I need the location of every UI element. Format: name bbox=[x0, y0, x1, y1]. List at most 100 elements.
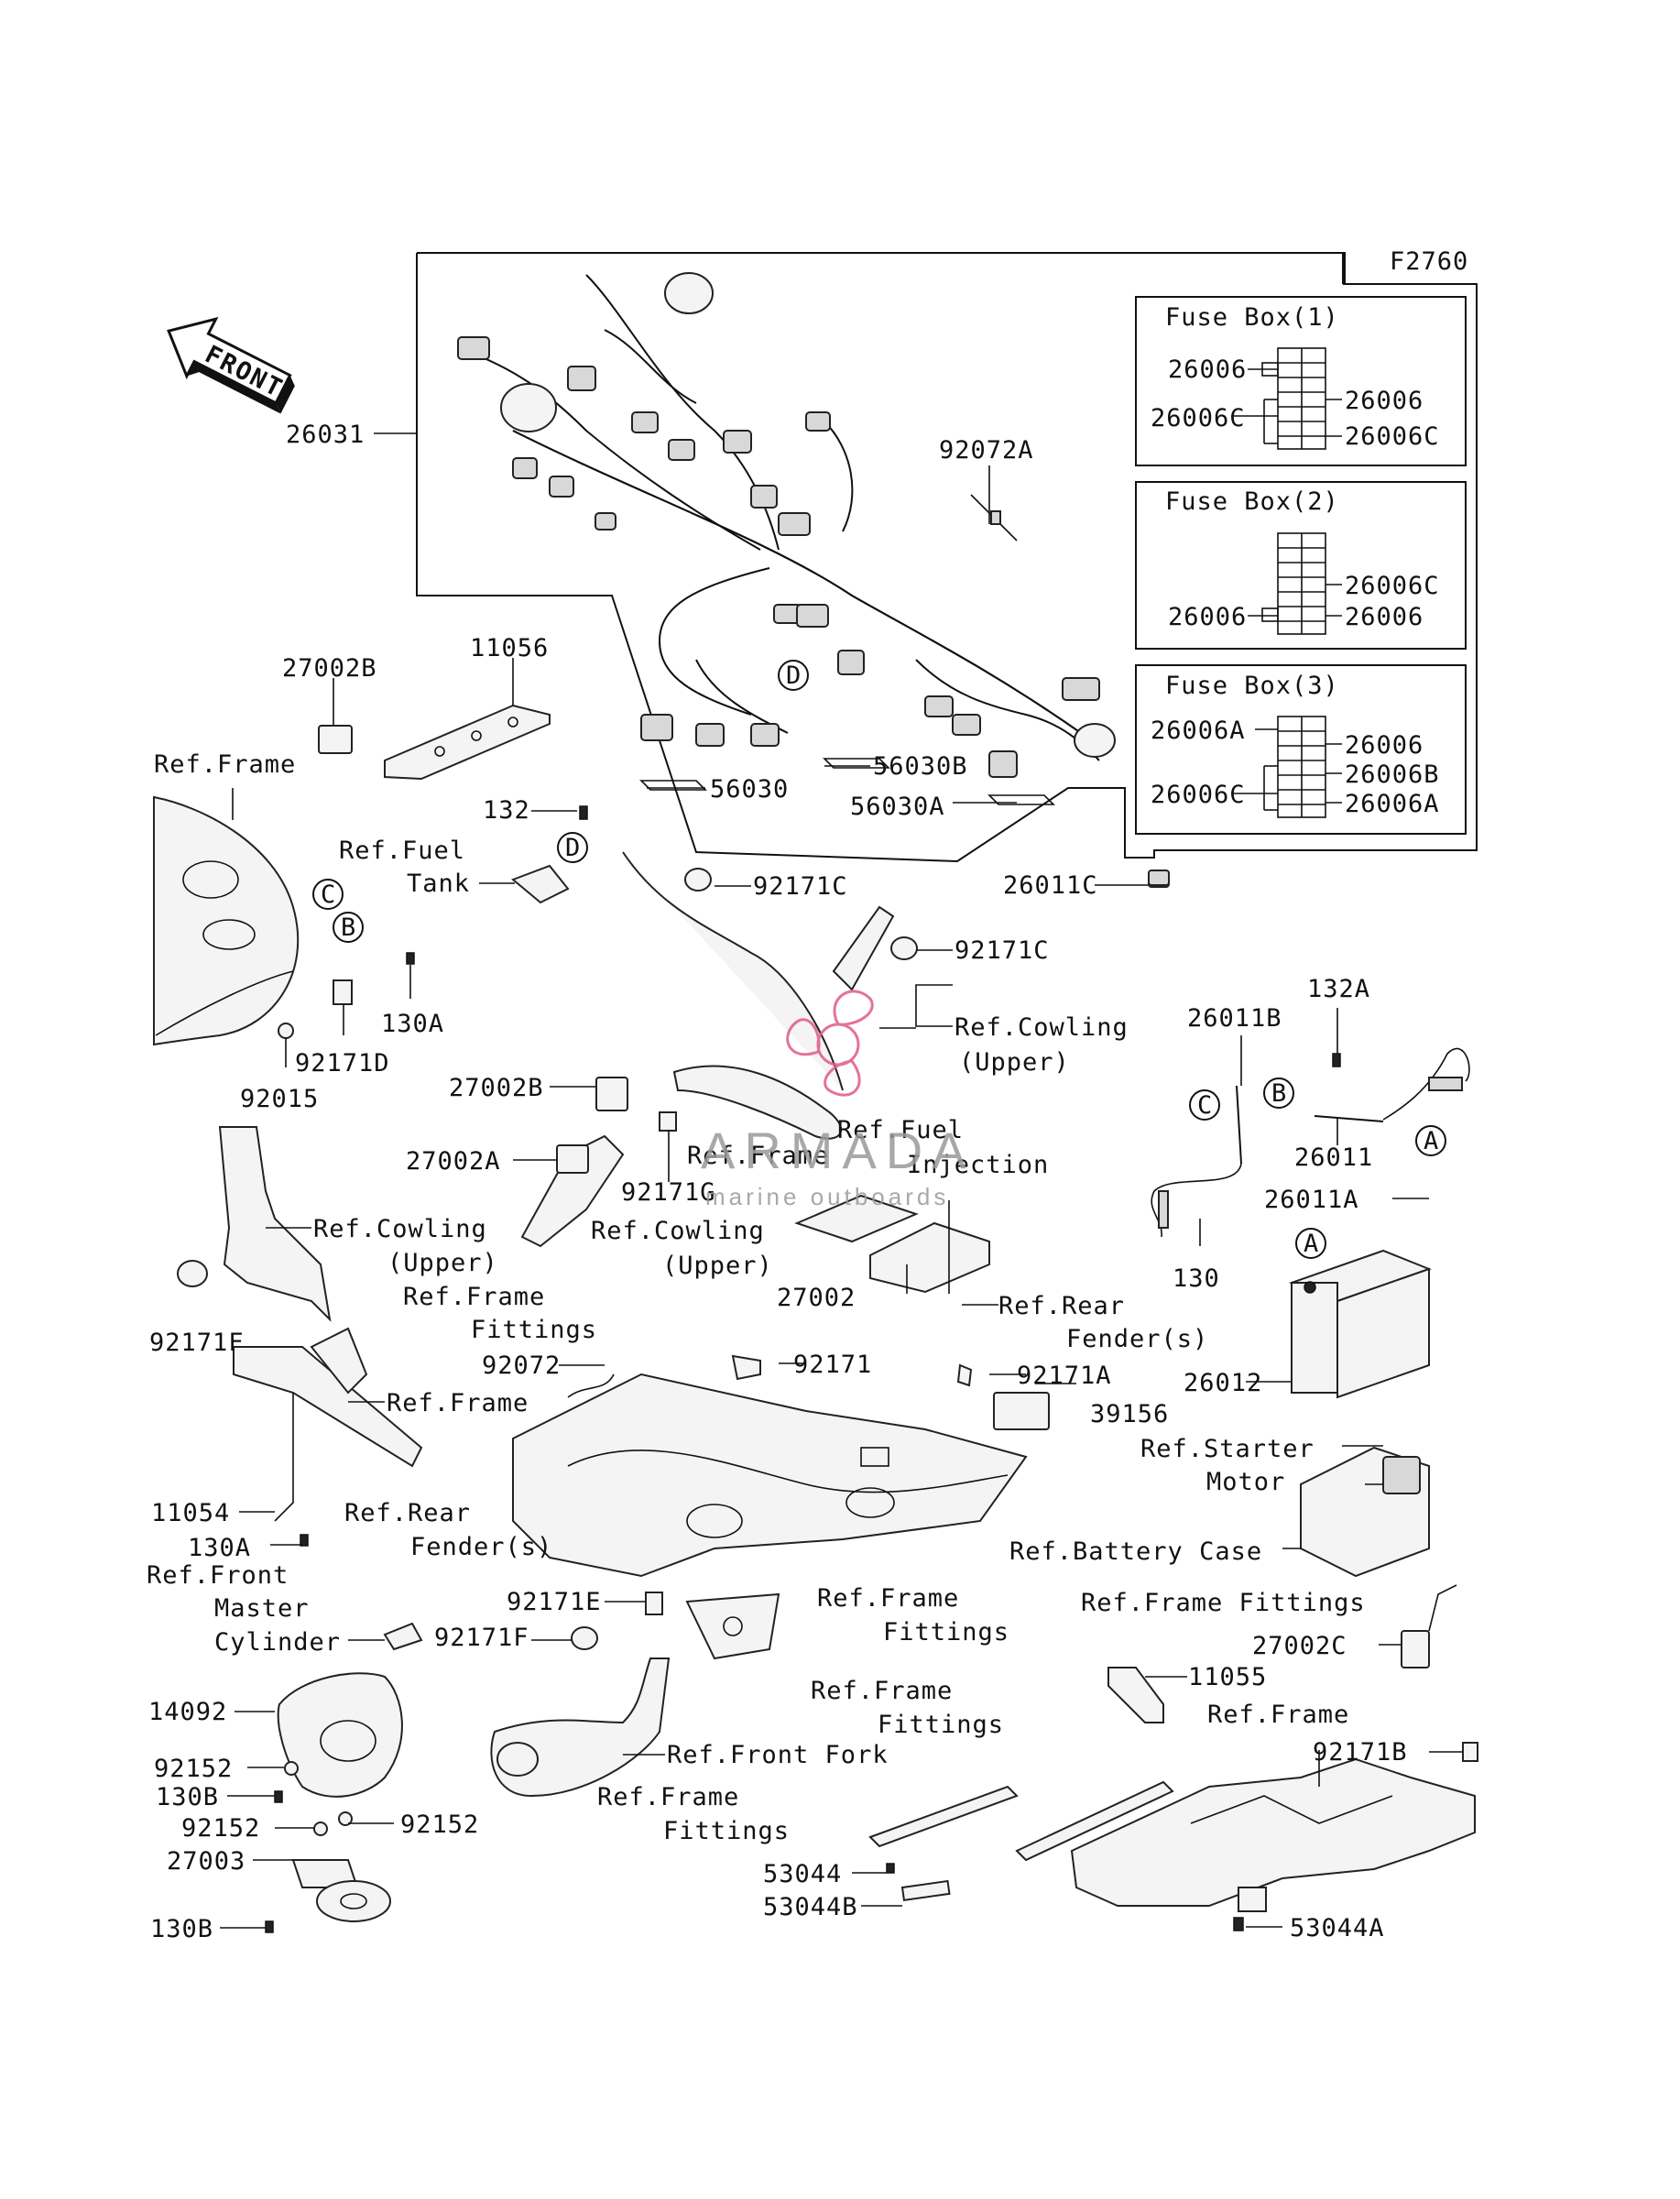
label-11054: 11054 bbox=[151, 1499, 230, 1527]
label-ref-battery-case: Ref.Battery Case bbox=[1009, 1537, 1262, 1566]
label-27002C: 27002C bbox=[1252, 1632, 1347, 1660]
label-ref-frame-fittings-e2: Fittings bbox=[663, 1817, 790, 1845]
label-92171F-1: 92171F bbox=[149, 1329, 245, 1357]
connector-letter-b-1: B bbox=[341, 914, 356, 942]
label-92171: 92171 bbox=[793, 1351, 872, 1379]
fuse-box-3-left-1: 26006A bbox=[1151, 717, 1246, 745]
label-92171D: 92171D bbox=[295, 1049, 390, 1078]
label-56030B: 56030B bbox=[873, 752, 968, 781]
part-11054-bracket bbox=[233, 1327, 423, 1522]
label-27002B-mid: 27002B bbox=[449, 1074, 544, 1102]
label-ref-fuel-inj-2: Injection bbox=[907, 1151, 1049, 1179]
part-front-fork-bracket bbox=[490, 1657, 671, 1798]
part-92171F-damper bbox=[571, 1626, 598, 1650]
label-92152-3: 92152 bbox=[400, 1811, 479, 1839]
fuse-box-3-left-2: 26006C bbox=[1151, 781, 1246, 809]
label-ref-starter-1: Ref.Starter bbox=[1140, 1435, 1315, 1463]
part-27002-ecu bbox=[794, 1194, 990, 1294]
label-27002: 27002 bbox=[777, 1284, 856, 1312]
label-27002B-top: 27002B bbox=[282, 654, 377, 683]
part-130A-screw bbox=[406, 952, 415, 965]
label-ref-frame-fittings-b2: Fittings bbox=[883, 1618, 1009, 1647]
connector-letter-c-2: C bbox=[1197, 1091, 1213, 1120]
part-rear-subframe bbox=[1070, 1757, 1476, 1912]
label-ref-frame-fittings-a2: Fittings bbox=[471, 1316, 597, 1344]
label-ref-cowling-b2: (Upper) bbox=[387, 1249, 498, 1277]
label-130B-2: 130B bbox=[150, 1915, 213, 1943]
fuse-box-1: Fuse Box(1) 26006 26006C 26006 26006C bbox=[1135, 296, 1467, 466]
fuse-box-3-right-2: 26006B bbox=[1345, 760, 1440, 789]
fuse-box-1-left-2: 26006C bbox=[1151, 404, 1246, 432]
watermark: ARMADA marine outboards bbox=[701, 990, 966, 1210]
label-ref-frame-2: Ref.Frame bbox=[687, 1142, 829, 1170]
label-92152-2: 92152 bbox=[181, 1814, 260, 1843]
part-92171-damper bbox=[731, 1354, 761, 1381]
part-11055-bracket bbox=[1107, 1667, 1164, 1723]
part-front-master-cylinder bbox=[383, 1622, 423, 1651]
part-92072-clamp bbox=[567, 1373, 615, 1398]
connector-letter-b-2: B bbox=[1271, 1079, 1287, 1108]
label-130: 130 bbox=[1173, 1264, 1220, 1293]
fuse-box-1-right-2: 26006C bbox=[1345, 422, 1440, 451]
connector-letter-a-1: A bbox=[1424, 1127, 1439, 1155]
part-small-fasteners bbox=[265, 1761, 353, 1933]
main-wiring-harness bbox=[457, 272, 1170, 888]
part-39156-relay bbox=[993, 1392, 1050, 1430]
label-ref-rear-fender-b1: Ref.Rear bbox=[344, 1499, 471, 1527]
label-ref-rear-fender-b2: Fender(s) bbox=[410, 1533, 552, 1561]
label-ref-front-master-1: Ref.Front bbox=[147, 1561, 289, 1590]
connector-letter-d-2: D bbox=[565, 834, 581, 862]
label-ref-fuel-inj-1: Ref.Fuel bbox=[837, 1116, 964, 1144]
label-26031: 26031 bbox=[286, 421, 365, 449]
label-26011B: 26011B bbox=[1187, 1004, 1282, 1033]
part-53044-rails bbox=[868, 1780, 1174, 1901]
connector-letter-circles: D D C B C B A A bbox=[312, 660, 1446, 1259]
label-130B-1: 130B bbox=[156, 1783, 219, 1811]
connector-letter-d-1: D bbox=[786, 662, 802, 690]
label-ref-frame-fittings-b1: Ref.Frame bbox=[817, 1584, 959, 1613]
label-92171E: 92171E bbox=[507, 1588, 602, 1616]
connector-letter-c-1: C bbox=[321, 881, 336, 909]
label-26011: 26011 bbox=[1294, 1143, 1373, 1172]
fuse-box-3-right-1: 26006 bbox=[1345, 731, 1424, 760]
label-ref-fuel-tank-2: Tank bbox=[407, 870, 470, 898]
part-92171E-damper bbox=[645, 1592, 663, 1615]
part-cowling-stay bbox=[672, 1065, 843, 1140]
label-132: 132 bbox=[483, 796, 530, 825]
label-92072A: 92072A bbox=[939, 436, 1034, 465]
part-27002A-relay-bracket bbox=[520, 1134, 625, 1248]
label-ref-cowling-c2: (Upper) bbox=[662, 1252, 773, 1280]
part-26011B-cable bbox=[1151, 1085, 1242, 1238]
part-27002B-upper bbox=[318, 725, 353, 754]
label-56030: 56030 bbox=[710, 775, 789, 804]
label-92152-1: 92152 bbox=[154, 1755, 233, 1783]
label-ref-frame-fittings-a1: Ref.Frame bbox=[403, 1283, 545, 1311]
part-fuel-tank-bracket bbox=[511, 864, 570, 904]
label-ref-frame-1: Ref.Frame bbox=[154, 750, 296, 779]
fuse-box-3-title: Fuse Box(3) bbox=[1165, 672, 1339, 700]
label-39156: 39156 bbox=[1090, 1400, 1169, 1428]
label-14092: 14092 bbox=[148, 1698, 227, 1726]
part-132-bolt bbox=[579, 805, 588, 820]
label-26011C: 26011C bbox=[1003, 871, 1098, 900]
label-ref-cowling-upper-a2: (Upper) bbox=[959, 1048, 1070, 1077]
fuse-box-1-title: Fuse Box(1) bbox=[1165, 303, 1339, 332]
label-ref-frame-fittings-d1: Ref.Frame bbox=[811, 1677, 953, 1705]
harness-frame bbox=[416, 252, 1478, 863]
part-14092-cover bbox=[277, 1672, 403, 1798]
part-92015-nut bbox=[278, 1023, 294, 1039]
part-92171B-damper bbox=[1462, 1742, 1478, 1762]
label-ref-front-fork: Ref.Front Fork bbox=[667, 1741, 889, 1769]
fuse-box-2-right-2: 26006 bbox=[1345, 603, 1424, 631]
fuse-box-2-left-1: 26006 bbox=[1168, 603, 1247, 631]
watermark-propeller-icon bbox=[786, 990, 874, 1097]
label-ref-fuel-tank-1: Ref.Fuel bbox=[339, 837, 465, 865]
label-11055: 11055 bbox=[1188, 1663, 1267, 1691]
label-ref-frame-3: Ref.Frame bbox=[387, 1389, 529, 1417]
fuse-box-2: Fuse Box(2) 26006 26006C 26006 bbox=[1135, 481, 1467, 650]
label-130A-2: 130A bbox=[188, 1534, 251, 1562]
label-53044: 53044 bbox=[763, 1860, 842, 1888]
fuse-box-3-right-3: 26006A bbox=[1345, 790, 1440, 818]
part-26011C-connector bbox=[1148, 870, 1170, 886]
